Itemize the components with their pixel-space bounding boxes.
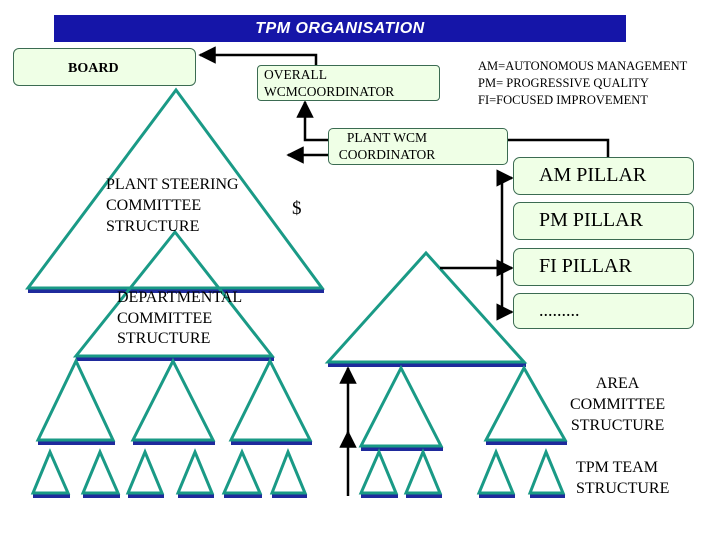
pillar-am-box: AM PILLAR [513, 157, 694, 195]
dept-sub-triangle-3 [228, 357, 313, 442]
team-triangle-10 [527, 447, 566, 495]
area-sub-triangle-1 [358, 364, 444, 448]
team-triangle-8 [403, 448, 443, 495]
board-box: BOARD [13, 48, 196, 86]
team-triangle-7 [358, 448, 399, 495]
area-committee-label: AREA COMMITTEE STRUCTURE [570, 375, 666, 434]
dept-sub-triangle-1 [35, 357, 116, 442]
plant-steering-label: PLANT STEERING COMMITTEE STRUCTURE [106, 176, 239, 235]
triangle-layer [25, 87, 568, 498]
dept-sub-triangle-2 [130, 357, 216, 442]
tpm-team-label: TPM TEAM STRUCTURE [576, 459, 670, 497]
plant-steering-triangle [25, 87, 325, 290]
pillar-fi-box: FI PILLAR [513, 248, 694, 286]
legend-fi: FI=FOCUSED IMPROVEMENT [478, 93, 648, 107]
overall-coordinator-box: OVERALL WCMCOORDINATOR [257, 65, 440, 101]
team-triangle-3 [125, 448, 165, 495]
connector-overall-to-board [198, 46, 318, 65]
team-triangle-1 [30, 448, 71, 495]
team-triangle-6 [269, 447, 308, 495]
diagram-title: TPM ORGANISATION [54, 15, 626, 42]
plant-coordinator-box: PLANT WCM COORDINATOR [328, 128, 508, 165]
team-triangle-4 [175, 448, 215, 495]
pillar-pm-box: PM PILLAR [513, 202, 694, 240]
pillar-am-label: AM PILLAR [539, 164, 647, 186]
legend-am: AM=AUTONOMOUS MANAGEMENT [478, 59, 688, 73]
connector-plant-to-pillars [508, 138, 610, 158]
dollar-symbol: $ [292, 198, 302, 219]
connector-plant-to-overall [296, 100, 328, 142]
team-triangle-9 [476, 448, 516, 495]
pillar-more-box: ......... [513, 293, 694, 329]
team-triangle-2 [80, 448, 121, 495]
pillar-fi-label: FI PILLAR [539, 255, 632, 277]
connector-layer [198, 46, 610, 496]
board-label: BOARD [68, 61, 119, 76]
pillar-more-label: ......... [539, 300, 580, 320]
departmental-label: DEPARTMENTAL COMMITTEE STRUCTURE [117, 289, 243, 347]
legend-pm: PM= PROGRESSIVE QUALITY [478, 76, 649, 90]
plant-coordinator-label: PLANT WCM COORDINATOR [338, 130, 436, 162]
area-main-triangle [324, 250, 528, 364]
team-triangle-5 [221, 448, 263, 495]
departmental-triangle [72, 229, 276, 358]
pillar-pm-label: PM PILLAR [539, 209, 643, 231]
overall-coordinator-label: OVERALL WCMCOORDINATOR [264, 67, 395, 99]
area-sub-triangle-2 [483, 364, 568, 442]
